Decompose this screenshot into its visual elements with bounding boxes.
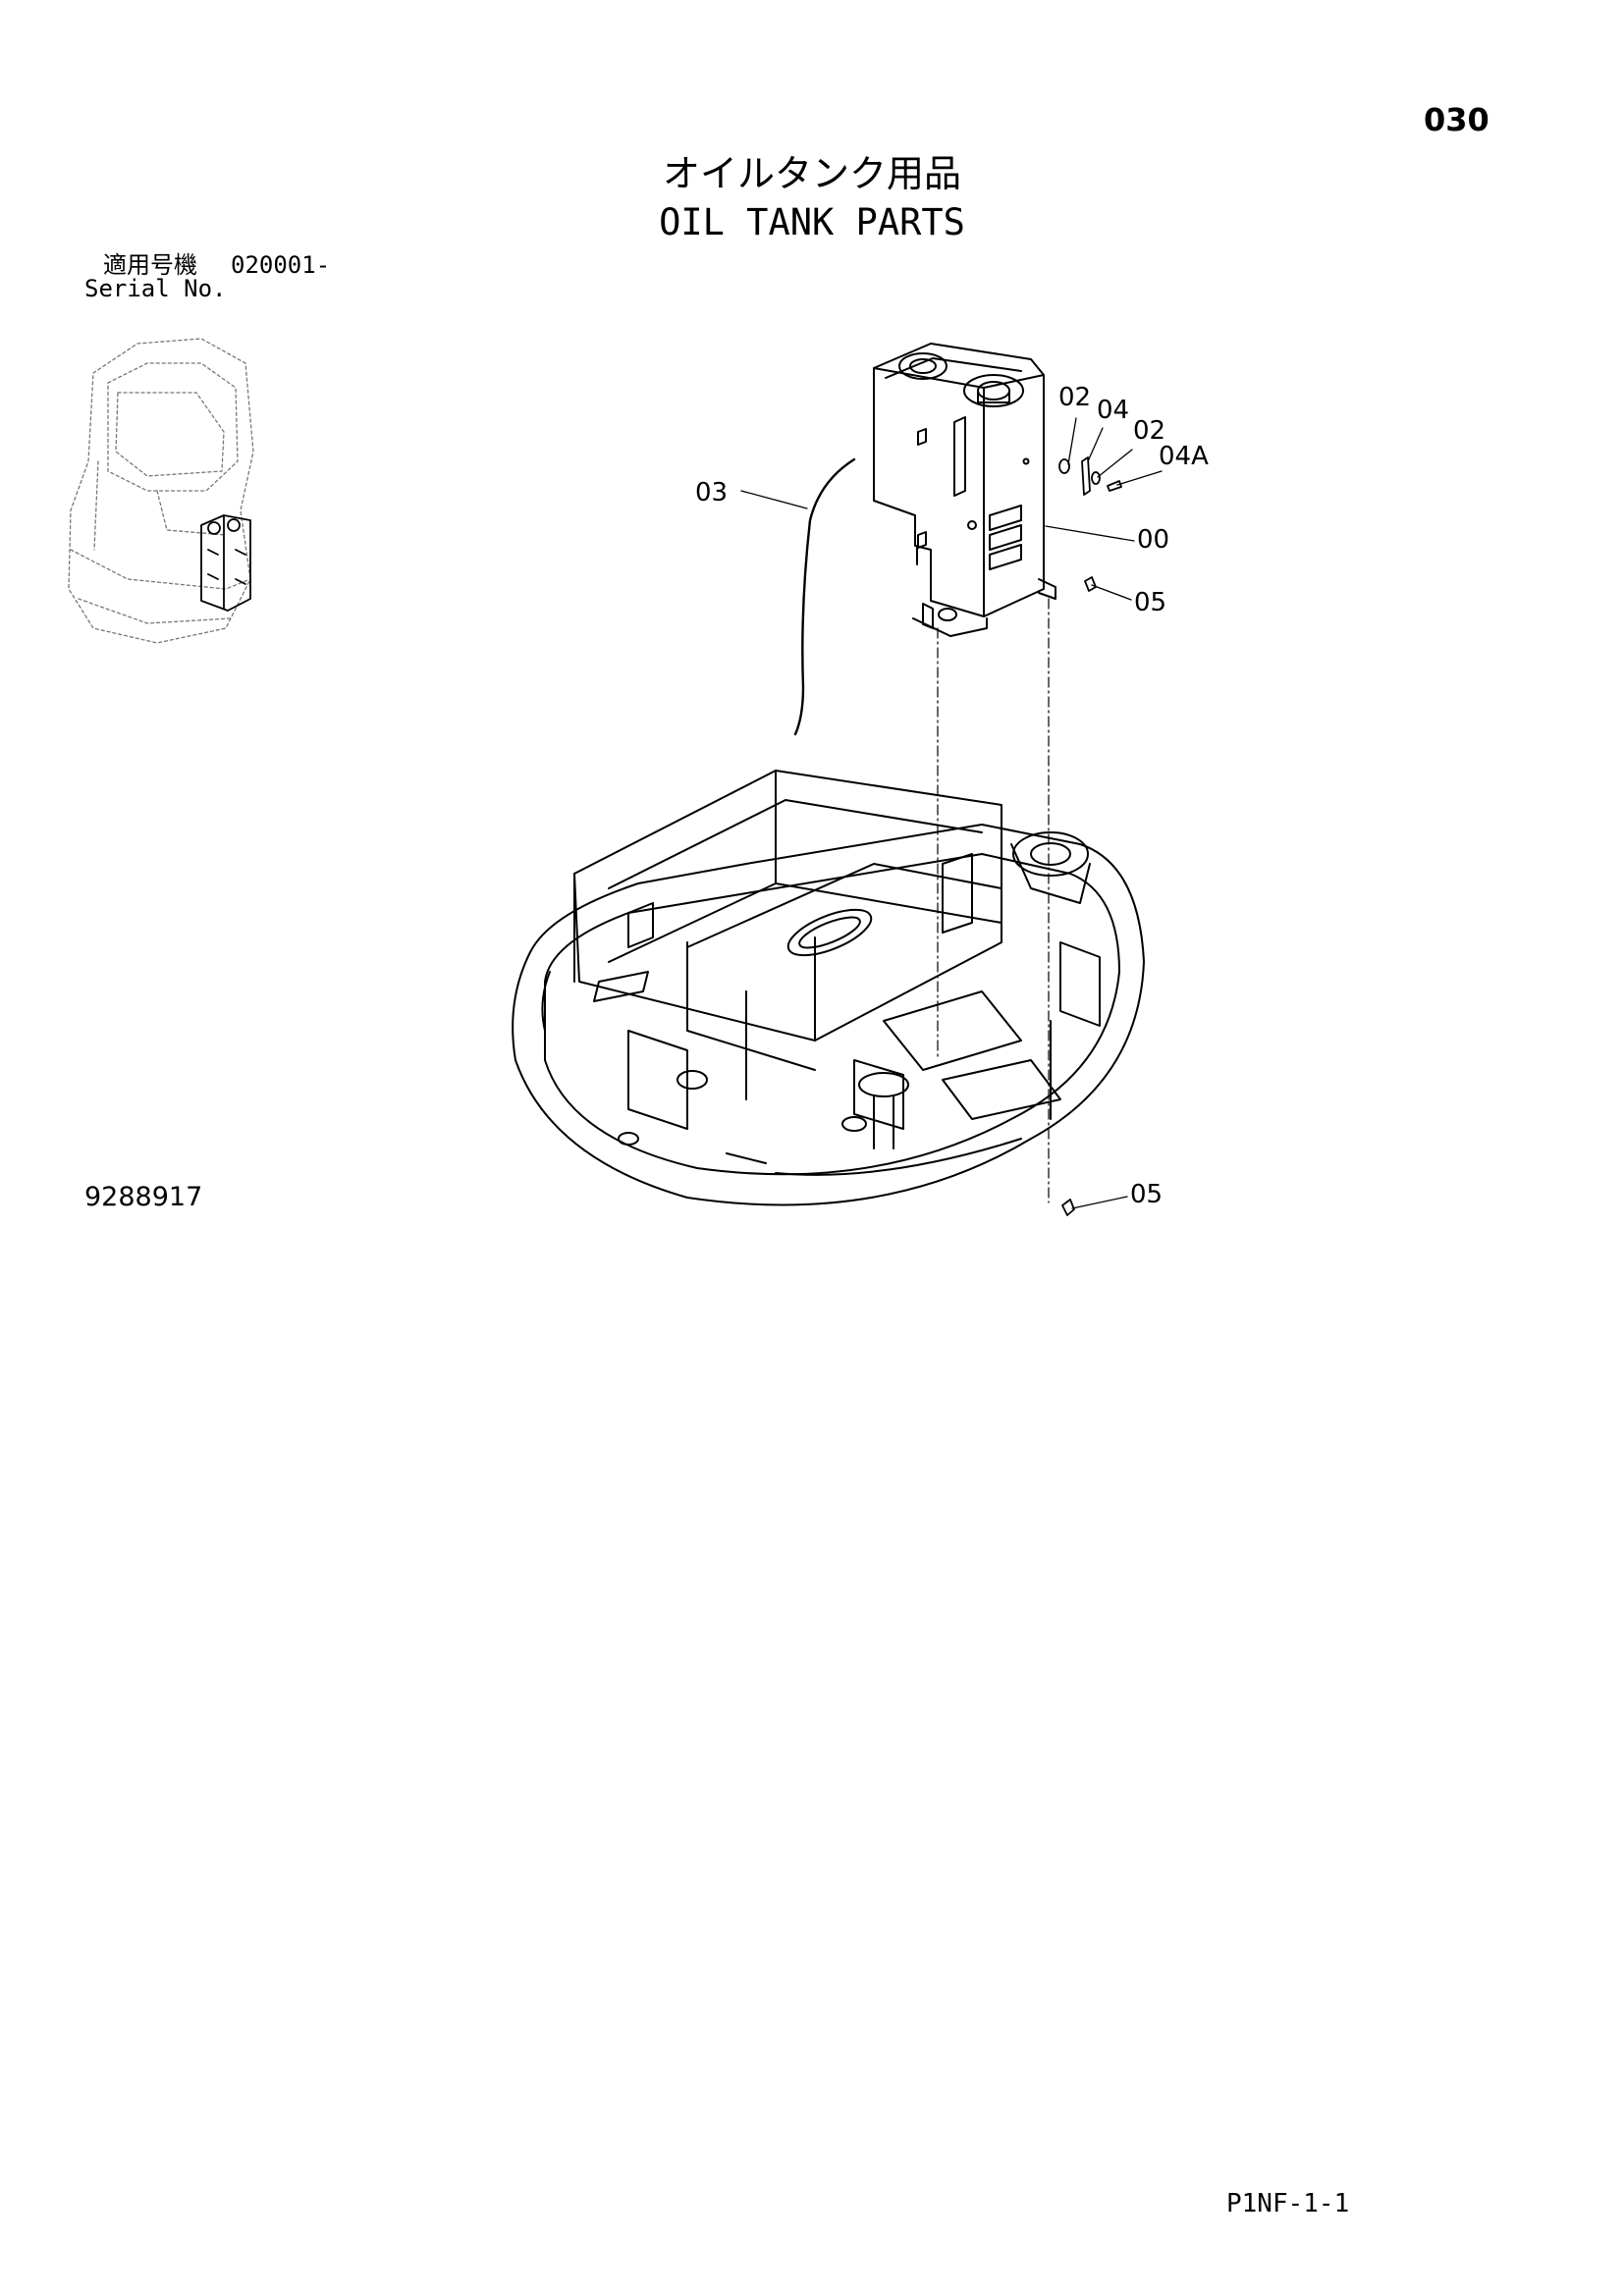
callout-04A: 04A bbox=[1159, 442, 1209, 471]
footer-code: P1NF-1-1 bbox=[1226, 2189, 1350, 2218]
machine-overview-thumbnail bbox=[68, 338, 254, 644]
revolving-frame bbox=[512, 770, 1145, 1206]
serial-label-english: Serial No. bbox=[84, 275, 227, 302]
serial-label-japanese: 適用号機 bbox=[103, 251, 197, 279]
page-number: 030 bbox=[1424, 101, 1489, 138]
page-title-english: OIL TANK PARTS bbox=[659, 201, 965, 243]
figure-number: 9288917 bbox=[84, 1182, 203, 1212]
serial-range: 020001- bbox=[231, 251, 331, 279]
callout-05-lower: 05 bbox=[1130, 1180, 1164, 1209]
callout-leaders bbox=[740, 417, 1163, 1209]
hose-line bbox=[793, 457, 856, 736]
callout-03: 03 bbox=[695, 478, 729, 507]
oil-tank bbox=[873, 343, 1056, 637]
callout-04: 04 bbox=[1097, 396, 1130, 425]
alignment-guides bbox=[937, 598, 1050, 1203]
callout-05-upper: 05 bbox=[1134, 588, 1167, 617]
page-title-japanese: オイルタンク用品 bbox=[662, 152, 961, 195]
callout-00: 00 bbox=[1137, 525, 1170, 555]
thumbnail-tank-highlight bbox=[200, 514, 251, 612]
small-parts bbox=[1058, 456, 1122, 1216]
callout-02-lower: 02 bbox=[1133, 416, 1166, 446]
callout-02-upper: 02 bbox=[1058, 383, 1092, 412]
